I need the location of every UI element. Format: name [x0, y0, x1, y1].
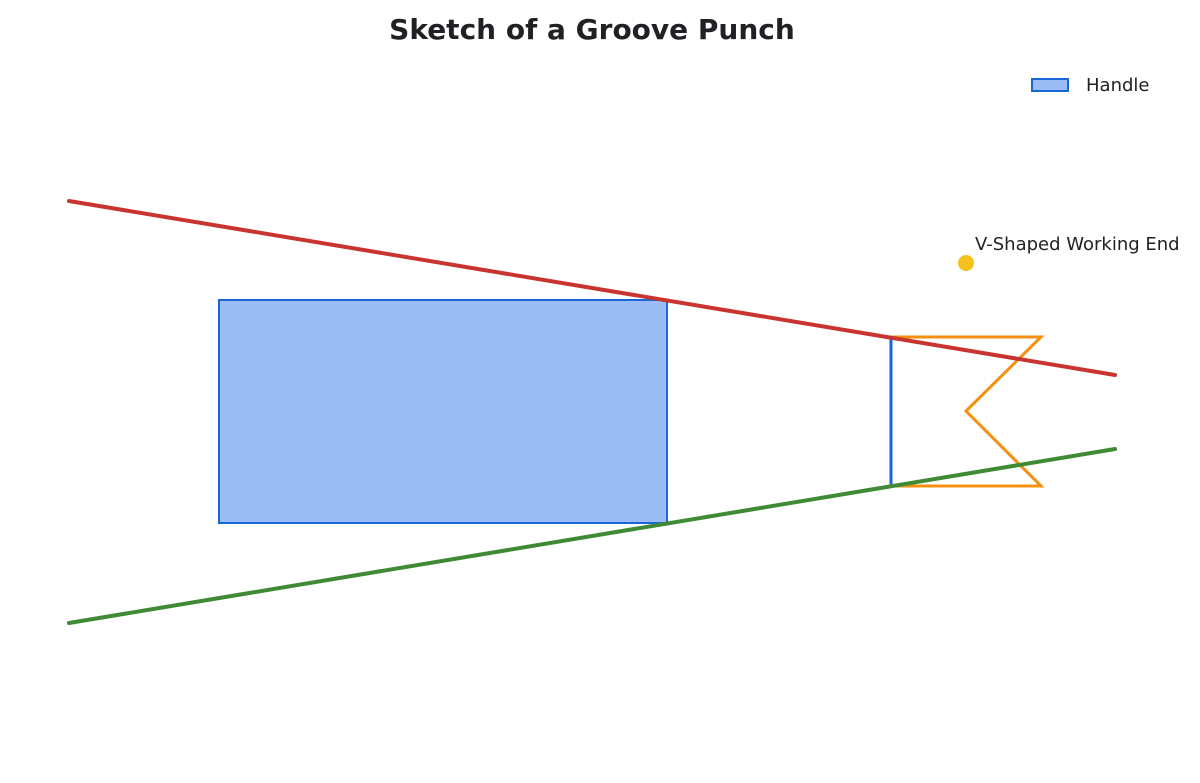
working-end-label: V-Shaped Working End	[975, 234, 1180, 255]
upper-taper-line	[67, 199, 1117, 377]
diagram-title: Sketch of a Groove Punch	[389, 13, 795, 46]
working-end-outline	[891, 335, 1045, 488]
working-end-marker	[958, 255, 974, 271]
lower-taper-line	[67, 447, 1117, 625]
legend-swatch-handle	[1031, 78, 1069, 92]
legend: Handle	[1031, 73, 1149, 97]
legend-label-handle: Handle	[1086, 74, 1150, 96]
handle-rect	[218, 299, 668, 524]
